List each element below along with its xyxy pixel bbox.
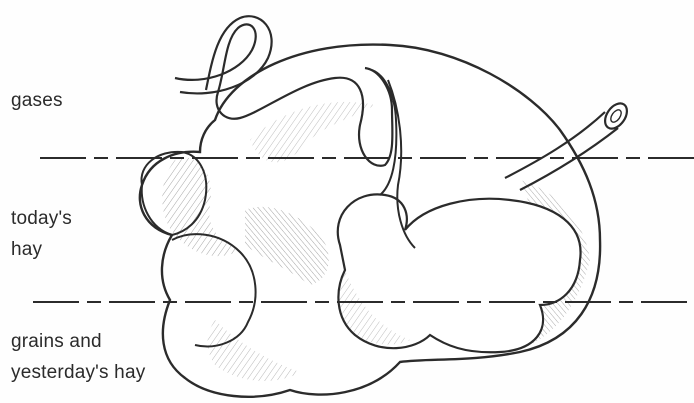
label-grains-line1: grains and — [11, 326, 145, 357]
label-gases: gases — [11, 85, 63, 116]
label-todays-hay-line1: today's — [11, 203, 72, 234]
outlet-tube-opening — [601, 99, 632, 132]
label-todays-hay-line2: hay — [11, 234, 72, 265]
label-todays-hay: today's hay — [11, 203, 72, 265]
label-grains-line2: yesterday's hay — [11, 357, 145, 388]
label-gases-text: gases — [11, 85, 63, 116]
label-grains-yesterdays-hay: grains and yesterday's hay — [11, 326, 145, 388]
